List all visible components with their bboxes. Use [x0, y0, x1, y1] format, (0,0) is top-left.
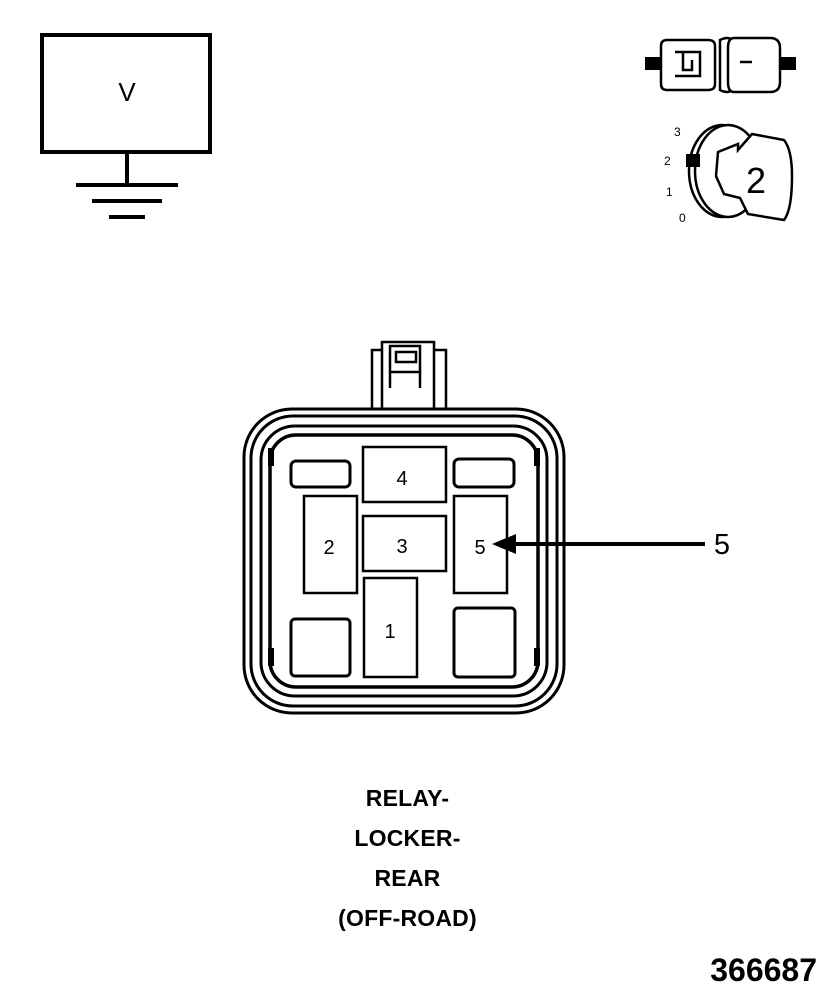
ignition-switch-icon: 3 2 1 0 2 — [664, 123, 794, 225]
ignition-position-0: 0 — [679, 211, 686, 225]
title-line-1: RELAY- — [365, 785, 450, 811]
title-line-2: LOCKER- — [354, 825, 461, 851]
cavity-3-label: 3 — [396, 536, 407, 558]
cavity-bottom-right — [452, 606, 517, 679]
connector-latch — [370, 340, 448, 414]
cavity-3 — [361, 514, 448, 573]
connector-housing-rim — [249, 414, 559, 708]
cavity-slot-top-left — [289, 459, 352, 489]
cavity-slot-top-right — [452, 457, 516, 489]
ignition-position-2: 2 — [664, 154, 671, 168]
cavity-5-label: 5 — [474, 537, 485, 559]
callout-label: 5 — [714, 529, 730, 561]
cavity-2 — [302, 494, 359, 595]
disconnected-connector-icon — [645, 36, 796, 94]
connector-housing-inner — [259, 424, 549, 698]
cavity-1-label: 1 — [384, 621, 395, 643]
voltmeter-box — [40, 33, 212, 154]
figure-number: 366687 — [710, 952, 817, 988]
ground-icon — [76, 183, 178, 219]
ignition-key-position-label: 2 — [746, 160, 766, 201]
ignition-position-3: 3 — [674, 125, 681, 139]
cavity-bottom-left — [289, 617, 352, 678]
relay-connector: 4 2 3 5 1 5 — [242, 340, 730, 715]
cavity-4 — [361, 445, 448, 504]
voltmeter-label: V — [118, 77, 136, 107]
callout-arrow — [492, 534, 705, 554]
title-line-4: (OFF-ROAD) — [338, 905, 477, 931]
cavity-1 — [362, 576, 419, 679]
cavity-4-label: 4 — [396, 468, 407, 490]
ignition-position-1: 1 — [666, 185, 673, 199]
voltmeter-symbol: V — [40, 33, 212, 219]
title-line-3: REAR — [374, 865, 441, 891]
connector-face — [268, 433, 540, 689]
cavity-2-label: 2 — [323, 537, 334, 559]
